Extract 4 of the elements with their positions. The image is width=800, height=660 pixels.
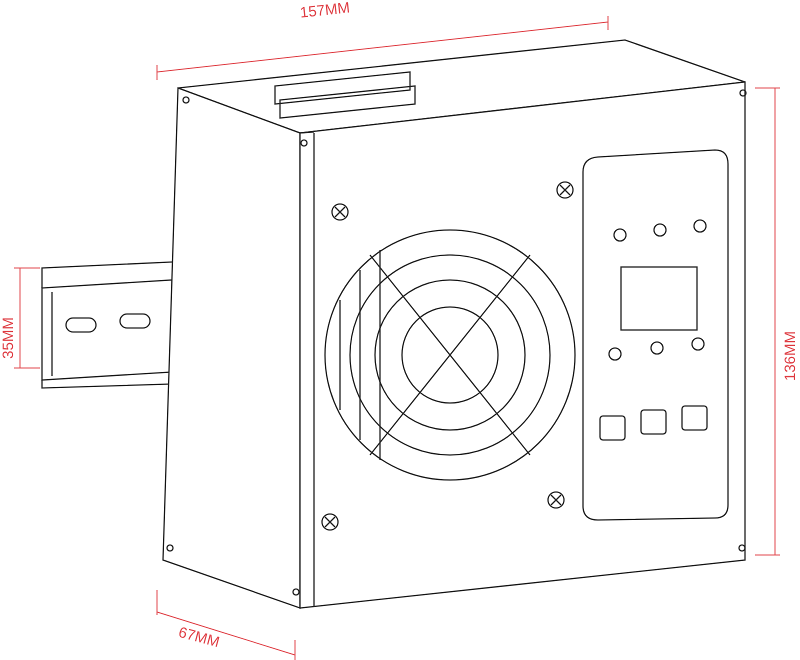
dimension-label: 157MM [299,0,351,22]
dimension-label: 136MM [783,330,800,382]
dimension-label: 35MM [0,317,17,359]
dimension-label: 67MM [176,624,222,652]
